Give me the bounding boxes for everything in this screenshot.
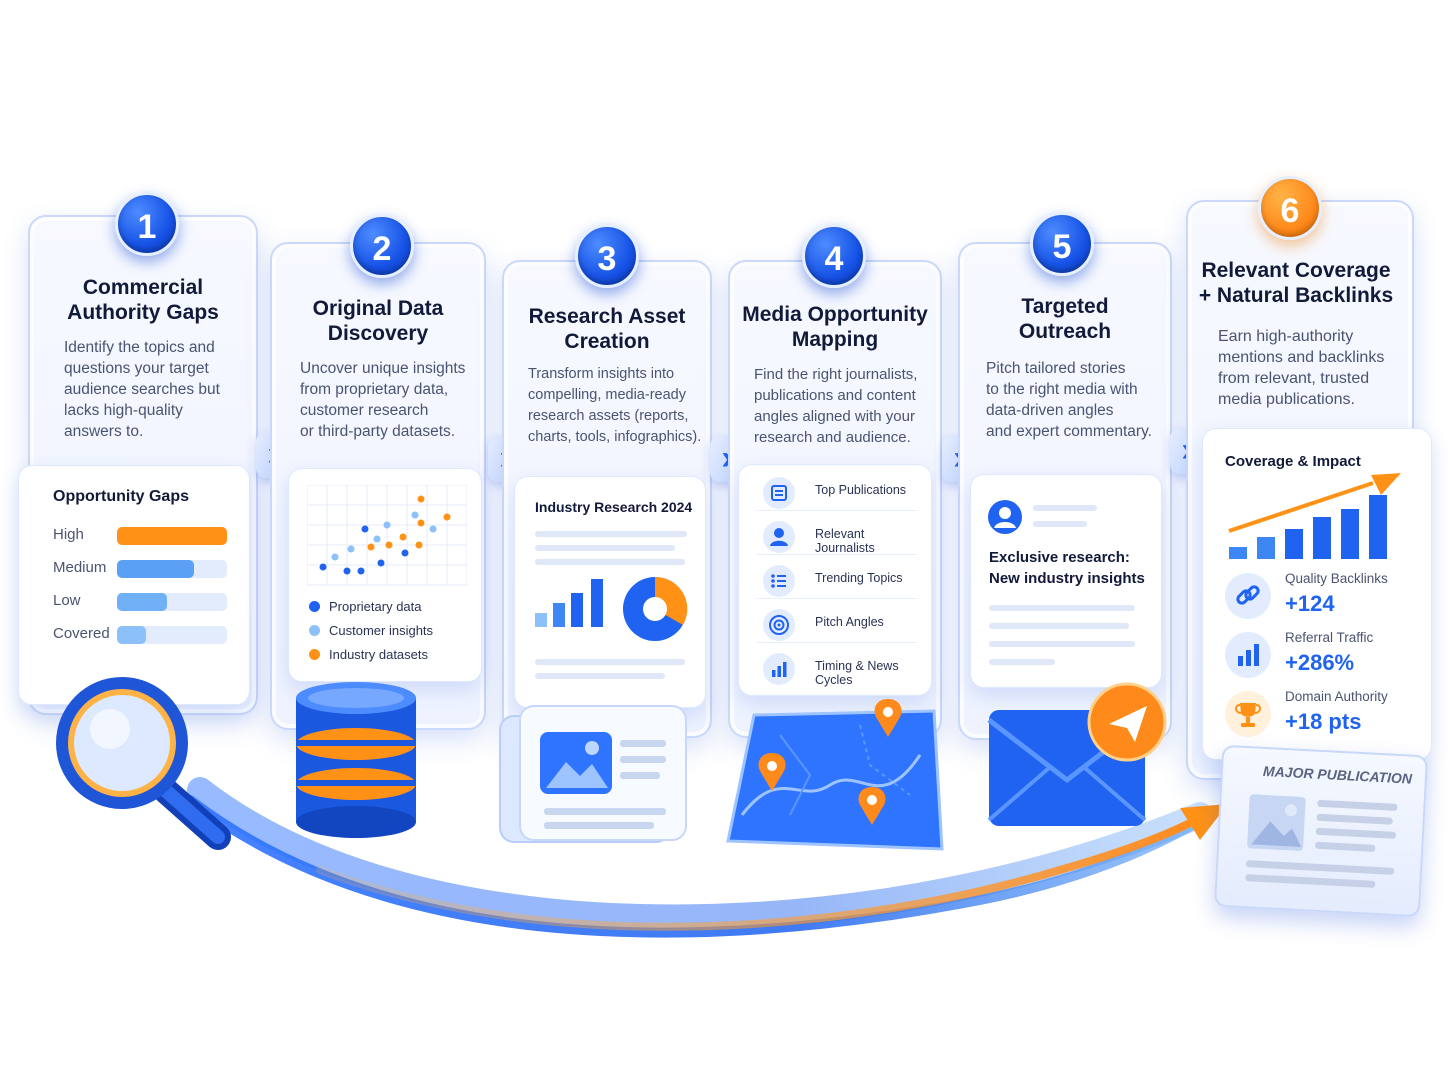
step-number-badge: 5 — [1030, 212, 1094, 276]
step-title: Relevant Coverage + Natural Backlinks — [1198, 259, 1394, 307]
legend-label: Customer insights — [329, 623, 434, 638]
gap-bar-row: Medium — [53, 557, 227, 579]
legend-dot — [309, 601, 320, 612]
media-list-item: Trending Topics — [757, 559, 917, 599]
research-report-panel: Industry Research 2024 — [514, 476, 706, 708]
panel-title: Industry Research 2024 — [535, 499, 693, 515]
panel-title: Opportunity Gaps — [53, 488, 189, 505]
coverage-impact-panel: Coverage & Impact Quality Backlinks +124… — [1202, 428, 1432, 760]
legend-dot — [309, 625, 320, 636]
user-avatar-icon — [988, 500, 1022, 534]
publication-image-icon — [1245, 794, 1398, 888]
media-list-item: Pitch Angles — [757, 603, 917, 643]
database-icon — [296, 682, 416, 838]
gap-bar-fill — [117, 560, 194, 578]
metric-label: Quality Backlinks — [1285, 571, 1388, 586]
media-item-label: Top Publications — [815, 483, 907, 497]
gap-bar-row: Covered — [53, 623, 227, 645]
step-title: Original Data Discovery — [312, 297, 444, 345]
target-icon — [763, 609, 795, 641]
pitch-email-panel: Exclusive research: New industry insight… — [970, 474, 1162, 688]
gap-level-label: High — [53, 526, 84, 543]
media-list-item: Top Publications — [757, 471, 917, 511]
gap-level-label: Covered — [53, 625, 110, 642]
location-pin-icon — [874, 699, 902, 737]
media-item-label: Pitch Angles — [815, 615, 884, 629]
legend-dot — [309, 649, 320, 660]
step-description: Earn high-authority mentions and backlin… — [1218, 328, 1385, 408]
scatter-plot — [307, 485, 467, 586]
step-number-badge: 4 — [802, 224, 866, 288]
media-mapping-panel: Top Publications Relevant Journalists Tr… — [738, 464, 932, 696]
gap-bar-row: High — [53, 524, 227, 546]
step-title: Media Opportunity Mapping — [742, 303, 928, 351]
person-icon — [763, 521, 795, 553]
metric-label: Domain Authority — [1285, 689, 1388, 704]
step-title: Research Asset Creation — [528, 305, 686, 353]
newspaper-icon — [763, 477, 795, 509]
gap-level-label: Medium — [53, 559, 107, 576]
bar-chart-icon — [1225, 632, 1271, 678]
envelope-icon — [987, 682, 1167, 826]
location-pin-icon — [758, 753, 786, 791]
step-description: Transform insights into compelling, medi… — [528, 366, 702, 445]
media-list-item: Timing & News Cycles — [757, 647, 917, 687]
growth-chart — [1228, 473, 1401, 559]
gap-bar-row: Low — [53, 590, 227, 612]
link-icon — [1225, 573, 1271, 619]
metric-value: +286% — [1285, 650, 1355, 675]
media-item-label: Timing & News Cycles — [815, 659, 899, 687]
step-title: Targeted Outreach — [1018, 295, 1112, 343]
opportunity-gaps-panel: Opportunity Gaps High Medium Low Covered — [18, 465, 250, 705]
legend-label: Industry datasets — [329, 647, 428, 662]
image-document-icon — [499, 705, 687, 843]
trophy-icon — [1225, 691, 1271, 737]
legend-item: Industry datasets — [309, 647, 428, 662]
pitch-headline: Exclusive research: New industry insight… — [989, 549, 1145, 587]
panel-title: Coverage & Impact — [1225, 453, 1361, 470]
metric-row: Domain Authority +18 pts — [1225, 687, 1421, 743]
media-item-label: Trending Topics — [815, 571, 903, 585]
step-description: Pitch tailored stories to the right medi… — [986, 360, 1152, 440]
gap-bar-fill — [117, 626, 146, 644]
step-description: Uncover unique insights from proprietary… — [300, 360, 466, 440]
media-list-item: Relevant Journalists — [757, 515, 917, 555]
report-charts — [535, 576, 688, 641]
bar-chart-icon — [763, 653, 795, 685]
map-icon — [726, 699, 944, 851]
legend-item: Customer insights — [309, 623, 433, 638]
step-description: Find the right journalists, publications… — [754, 366, 918, 446]
legend-item: Proprietary data — [309, 599, 422, 614]
metric-value: +18 pts — [1285, 709, 1362, 734]
gap-bar-fill — [117, 593, 167, 611]
step-number-badge: 2 — [350, 214, 414, 278]
data-scatter-panel: Proprietary data Customer insights Indus… — [288, 468, 482, 682]
step-title: Commercial Authority Gaps — [67, 276, 219, 324]
publication-label: MAJOR PUBLICATION — [1262, 762, 1413, 787]
metric-row: Referral Traffic +286% — [1225, 628, 1421, 684]
list-icon — [763, 565, 795, 597]
gap-bar-fill — [117, 527, 227, 545]
step-number-badge: 6 — [1258, 176, 1322, 240]
location-pin-icon — [858, 787, 886, 825]
media-item-label: Relevant Journalists — [815, 527, 875, 555]
metric-label: Referral Traffic — [1285, 630, 1374, 645]
publication-card: MAJOR PUBLICATION — [1213, 744, 1429, 918]
step-description: Identify the topics and questions your t… — [64, 339, 220, 440]
step-number-badge: 3 — [575, 224, 639, 288]
gap-level-label: Low — [53, 592, 81, 609]
metric-row: Quality Backlinks +124 — [1225, 569, 1421, 625]
legend-label: Proprietary data — [329, 599, 422, 614]
metric-value: +124 — [1285, 591, 1335, 616]
magnifier-icon — [56, 677, 231, 850]
step-number-badge: 1 — [115, 192, 179, 256]
